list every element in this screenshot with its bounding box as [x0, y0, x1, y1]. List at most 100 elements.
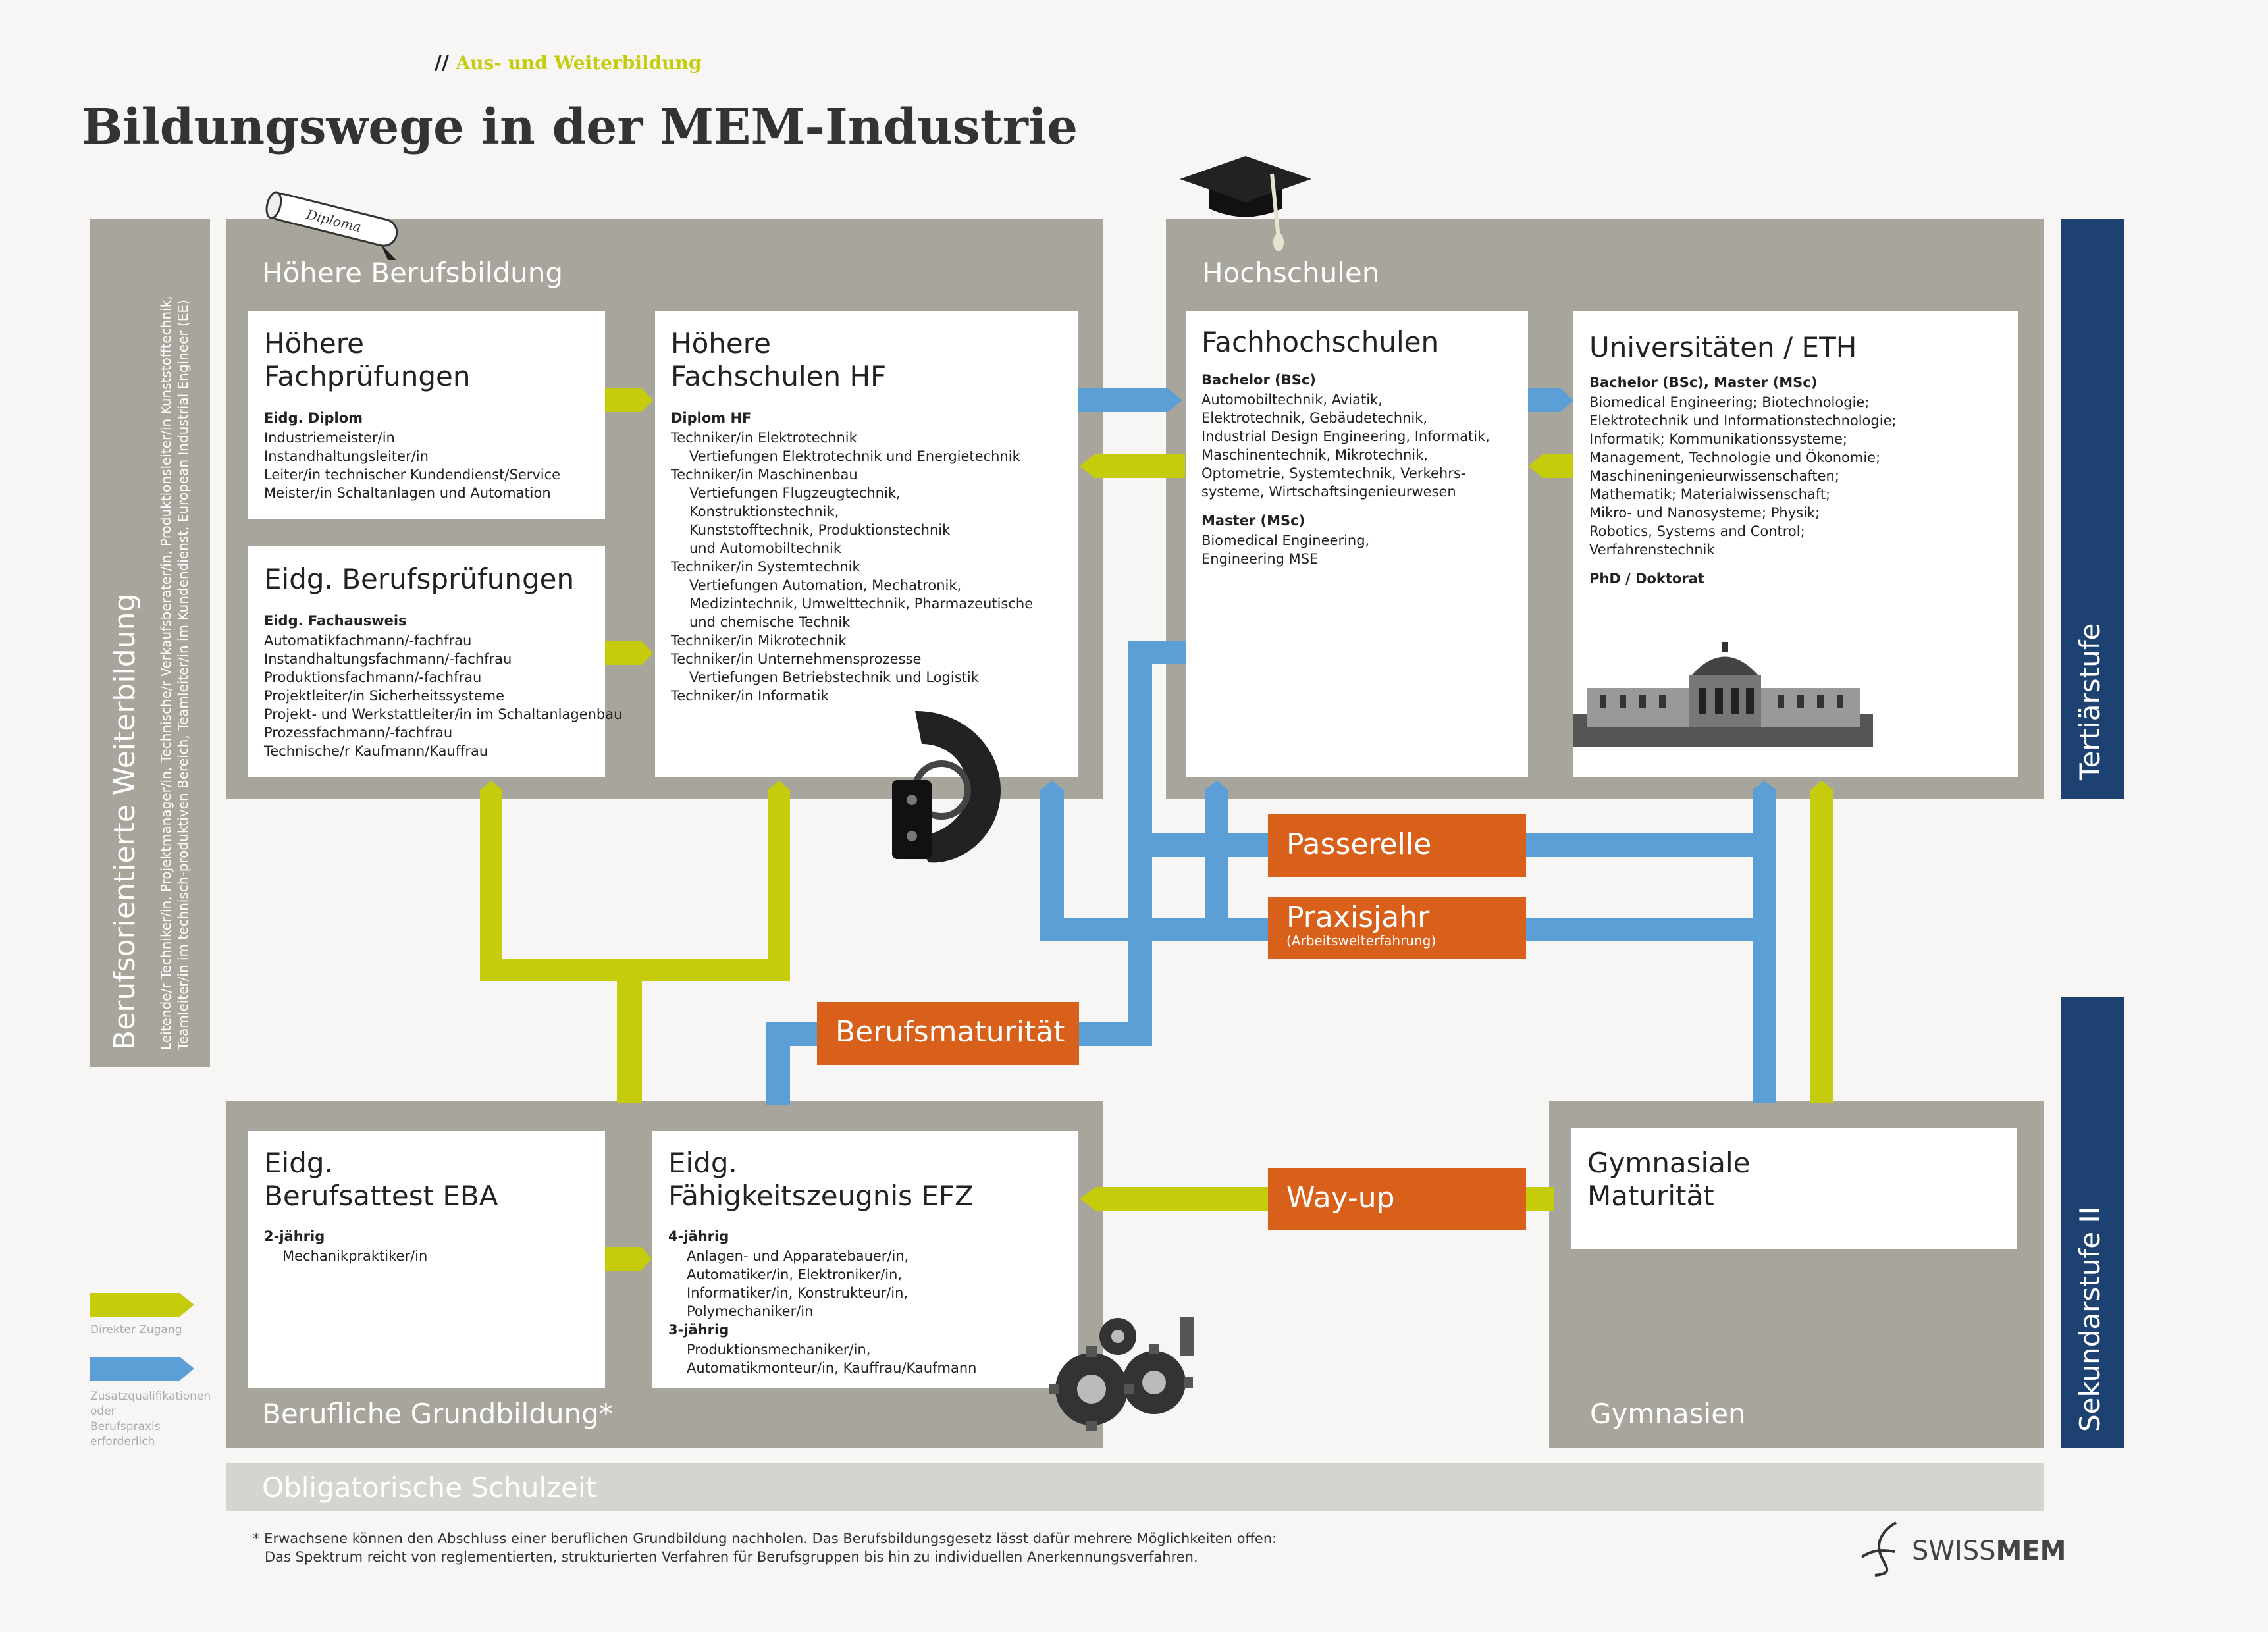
bp-item: Instandhaltungsfachmann/-fachfrau [264, 651, 512, 667]
box-fachhochschulen: Fachhochschulen Bachelor (BSc) Automobil… [1186, 311, 1528, 777]
eth-building-icon [1573, 642, 1873, 747]
hf-item: Konstruktionstechnik, [689, 504, 839, 519]
efz-subtitle-4: 4-jährig [668, 1228, 729, 1244]
box-eidg-faehigkeitszeugnis-efz: Eidg. Fähigkeitszeugnis EFZ 4-jährig Anl… [652, 1131, 1078, 1388]
efz-item: Produktionsmechaniker/in, [687, 1342, 871, 1357]
fh-item: Engineering MSE [1201, 551, 1319, 567]
hfp-item: Instandhaltungsleiter/in [264, 448, 429, 464]
arrow-lime-fh-hf [1080, 454, 1185, 478]
box-title-fh: Fachhochschulen [1201, 326, 1439, 358]
graduation-cap-icon [1180, 156, 1311, 251]
kicker-text: Aus- und Weiterbildung [456, 52, 702, 74]
efz-item: Anlagen- und Apparatebauer/in, [687, 1248, 909, 1264]
uni-subtitle-bsc-msc: Bachelor (BSc), Master (MSc) [1589, 375, 1818, 390]
uni-item: Mathematik; Materialwissenschaft; [1589, 487, 1831, 502]
berufsmaturitaet-text: Berufsmaturität [835, 1015, 1065, 1049]
fh-item: Automobiltechnik, Aviatik, [1201, 392, 1383, 408]
box-title-gym: Gymnasiale Maturität [1587, 1147, 1751, 1212]
efz-item: Automatikmonteur/in, Kauffrau/Kaufmann [687, 1360, 977, 1376]
hf-item: und Automobiltechnik [689, 540, 841, 556]
level-label-tertiaer: Tertiärstufe [2074, 623, 2106, 780]
efz-item: Informatiker/in, Konstrukteur/in, [687, 1285, 909, 1301]
path-lime-hbb-right [768, 790, 790, 981]
fh-item: Optometrie, Systemtechnik, Verkehrs- [1201, 465, 1466, 481]
eba-subtitle: 2-jährig [264, 1228, 325, 1244]
fh-item: systeme, Wirtschaftsingenieurwesen [1201, 484, 1456, 500]
bp-item: Projektleiter/in Sicherheitssysteme [264, 688, 505, 704]
arrow-blue-hf-fh [1077, 388, 1182, 412]
efz-item: Polymechaniker/in [687, 1303, 814, 1319]
logo-part-mem: MEM [1995, 1536, 2067, 1566]
panel-title-obl: Obligatorische Schulzeit [262, 1471, 597, 1504]
logo-part-swiss: SWISS [1912, 1536, 1996, 1566]
passerelle-text: Passerelle [1286, 828, 1432, 861]
hf-item: Techniker/in Mikrotechnik [671, 633, 847, 648]
uni-item: Mikro- und Nanosysteme; Physik; [1589, 505, 1820, 521]
legend-arrow-zusatzqualifikationen [90, 1357, 194, 1381]
panel-title-hs: Hochschulen [1202, 257, 1380, 289]
hf-item: Techniker/in Informatik [671, 688, 829, 704]
bp-item: Projekt- und Werkstattleiter/in im Schal… [264, 706, 623, 722]
box-eidg-berufspruefungen: Eidg. Berufsprüfungen Eidg. Fachausweis … [248, 546, 623, 777]
eba-item: Mechanikpraktiker/in [282, 1248, 428, 1264]
footnote-line1: * Erwachsene können den Abschluss einer … [253, 1531, 1277, 1546]
hf-item: und chemische Technik [689, 614, 851, 630]
path-blue-fh-down-1 [1205, 790, 1228, 941]
box-title-hf: Höhere Fachschulen HF [671, 327, 887, 392]
page-title: Bildungswege in der MEM-Industrie [82, 99, 1078, 155]
legend-label-zusatzqualifikationen: Zusatzqualifikationen oder Berufspraxis … [90, 1389, 211, 1450]
efz-subtitle-3: 3-jährig [668, 1322, 729, 1338]
bp-subtitle: Eidg. Fachausweis [264, 613, 407, 629]
footnote: * Erwachsene können den Abschluss einer … [253, 1529, 1277, 1566]
panel-title-gym: Gymnasien [1590, 1398, 1746, 1430]
hf-item: Techniker/in Maschinenbau [671, 467, 858, 483]
hf-item: Vertiefungen Betriebstechnik und Logisti… [689, 670, 979, 685]
kicker: // Aus- und Weiterbildung [435, 51, 701, 74]
fh-item: Industrial Design Engineering, Informati… [1201, 429, 1490, 444]
level-bar-sek2 [2061, 997, 2124, 1448]
footnote-line2: Das Spektrum reicht von reglementierten,… [265, 1549, 1198, 1565]
path-blue-hf-down [1040, 790, 1064, 941]
uni-item: Elektrotechnik und Informationstechnolog… [1589, 413, 1897, 429]
bp-item: Produktionsfachmann/-fachfrau [264, 670, 482, 685]
hf-item: Techniker/in Systemtechnik [671, 559, 860, 575]
path-lime-hbb-left [480, 790, 502, 981]
legend-zusatz-line: Zusatzqualifikationen [90, 1390, 211, 1403]
hf-item: Vertiefungen Elektrotechnik und Energiet… [689, 448, 1020, 464]
hfp-item: Leiter/in technischer Kundendienst/Servi… [264, 467, 561, 483]
uni-item: Biomedical Engineering; Biotechnologie; [1589, 394, 1870, 410]
label-passerelle: Passerelle [1268, 814, 1526, 877]
efz-item: Automatiker/in, Elektroniker/in, [687, 1267, 903, 1282]
uni-item: Management, Technologie und Ökonomie; [1589, 450, 1881, 465]
side-band-title: Berufsorientierte Weiterbildung [108, 593, 142, 1050]
diploma-scroll-icon: Diploma [265, 191, 400, 260]
fh-subtitle-bachelor: Bachelor (BSc) [1201, 372, 1316, 388]
hfp-item: Meister/in Schaltanlagen und Automation [264, 485, 551, 501]
bp-item: Prozessfachmann/-fachfrau [264, 725, 453, 741]
hfp-subtitle: Eidg. Diplom [264, 410, 363, 426]
box-title-efz: Eidg. Fähigkeitszeugnis EFZ [668, 1147, 974, 1212]
arrow-lime-eba-efz [604, 1247, 652, 1271]
legend-zusatz-line: erforderlich [90, 1435, 155, 1448]
way-up-text: Way-up [1286, 1181, 1395, 1215]
box-title-uni: Universitäten / ETH [1589, 331, 1857, 363]
path-lime-gym-uni [1810, 790, 1833, 1103]
path-lime-hbb-trunk [617, 959, 642, 1103]
panel-title-hbb: Höhere Berufsbildung [262, 257, 564, 289]
legend-label-direkter-zugang: Direkter Zugang [90, 1323, 182, 1336]
level-label-sek2: Sekundarstufe II [2074, 1206, 2106, 1432]
box-eidg-berufsattest-eba: Eidg. Berufsattest EBA 2-jährig Mechanik… [248, 1131, 605, 1388]
side-band-berufsorientierte-weiterbildung [90, 219, 210, 1067]
hfp-item: Industriemeister/in [264, 430, 395, 446]
hf-item: Medizintechnik, Umwelttechnik, Pharmazeu… [689, 596, 1034, 612]
label-way-up: Way-up [1268, 1168, 1526, 1230]
legend-arrow-direkter-zugang [90, 1293, 194, 1317]
box-title-hfp: Höhere Fachprüfungen [264, 327, 471, 392]
uni-subtitle-phd: PhD / Doktorat [1589, 571, 1704, 587]
hf-subtitle: Diplom HF [671, 410, 752, 426]
level-bar-tertiaer [2061, 219, 2124, 799]
fh-item: Maschinentechnik, Mikrotechnik, [1201, 447, 1428, 463]
box-gymnasiale-maturitaet: Gymnasiale Maturität [1571, 1128, 2017, 1249]
side-band-desc-line2: Teamleiter/in im technisch-produktiven B… [175, 300, 191, 1050]
hf-item: Techniker/in Elektrotechnik [671, 430, 857, 446]
